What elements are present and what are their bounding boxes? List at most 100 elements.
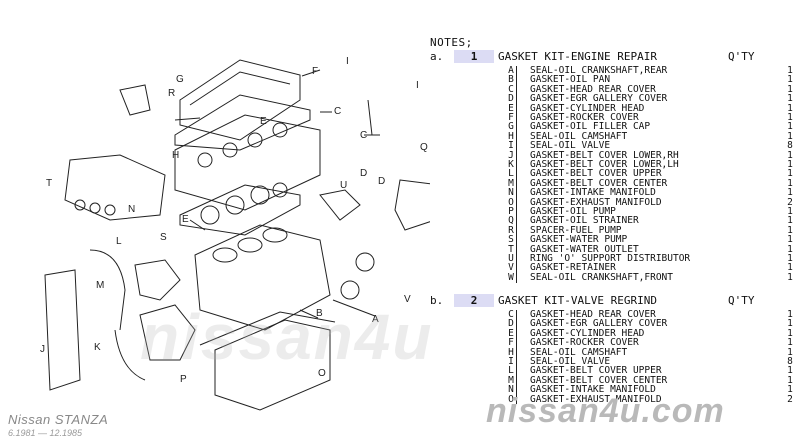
item-qty: 1 (787, 121, 793, 133)
item-qty: 1 (787, 112, 793, 123)
item-code: E (508, 327, 514, 339)
kit-title: GASKET KIT-VALVE REGRIND (498, 294, 657, 307)
item-description: GASKET-BELT COVER UPPER (530, 366, 662, 376)
item-description: GASKET-OIL FILLER CAP (530, 122, 651, 132)
item-code: V (508, 262, 514, 274)
site-logo[interactable]: nissan4u.com (486, 392, 725, 430)
qty-header: Q'TY (728, 294, 755, 307)
item-qty: 1 (787, 271, 793, 283)
item-description: SEAL-OIL VALVE (530, 141, 611, 151)
item-qty: 1 (787, 337, 793, 349)
engine-exploded-diagram: G F I I R E C H C D U O T N E D S L M K … (40, 56, 430, 411)
item-code: B (508, 74, 514, 86)
item-description: GASKET-WATER PUMP (530, 235, 628, 245)
item-description: GASKET-WATER OUTLET (530, 244, 639, 254)
vehicle-brand: Nissan STANZA 6.1981 — 12.1985 (8, 412, 108, 438)
item-qty: 1 (787, 149, 793, 161)
item-description: GASKET-BELT COVER UPPER (530, 169, 662, 179)
item-description: GASKET-BELT COVER LOWER,RH (530, 150, 679, 160)
item-code: G (508, 121, 514, 133)
item-description: RING 'O' SUPPORT DISTRIBUTOR (530, 254, 691, 264)
item-description: GASKET-EXHAUST MANIFOLD (530, 394, 662, 404)
item-code: A (508, 65, 514, 76)
item-qty: 1 (787, 206, 793, 217)
item-code: W (508, 271, 514, 283)
kit-number: 2 (454, 294, 494, 307)
item-description: GASKET-OIL PUMP (530, 207, 616, 217)
item-code: P (508, 206, 514, 217)
item-description: GASKET-OIL PAN (530, 75, 611, 85)
callout-R: R (168, 88, 175, 99)
item-code: L (508, 365, 514, 377)
item-code: M (508, 374, 514, 386)
callout-Q: Q (420, 142, 428, 153)
kit-index: a. (430, 50, 444, 63)
item-description: SEAL-OIL CAMSHAFT (530, 131, 628, 142)
callout-N: N (128, 204, 135, 215)
callout-F: F (312, 66, 318, 77)
watermark: nissan4u (140, 301, 434, 373)
callout-I: I (346, 56, 349, 67)
item-description: GASKET-OIL STRAINER (530, 216, 639, 226)
callout-G: G (176, 74, 184, 85)
qty-header: Q'TY (728, 50, 755, 63)
item-qty: 1 (787, 130, 793, 142)
item-qty: 1 (787, 374, 793, 386)
item-qty: 1 (787, 253, 793, 264)
item-description: SEAL-OIL CAMSHAFT (530, 347, 628, 357)
item-code: I (508, 140, 514, 152)
item-qty: 1 (787, 177, 793, 189)
kit-bracket (516, 66, 523, 283)
callout-C-2: C (360, 130, 367, 141)
item-code: R (508, 224, 514, 236)
vehicle-model: Nissan STANZA (8, 412, 109, 427)
item-code: H (508, 130, 514, 142)
item-description: GASKET-CYLINDER HEAD (530, 103, 645, 113)
item-qty: 1 (787, 159, 793, 170)
callout-V: V (404, 294, 411, 305)
callout-C: C (334, 106, 341, 117)
item-description: SEAL-OIL CRANKSHAFT,REAR (530, 66, 668, 76)
callout-I-2: I (416, 80, 419, 91)
item-code: O (508, 196, 514, 208)
item-qty: 1 (787, 65, 793, 76)
item-qty: 1 (787, 74, 793, 86)
callout-E: E (260, 116, 267, 127)
item-qty: 2 (787, 196, 793, 208)
item-qty: 1 (787, 384, 793, 396)
item-qty: 1 (787, 309, 793, 320)
callout-U: U (340, 180, 347, 191)
item-qty: 1 (787, 346, 793, 358)
notes-title: NOTES; (430, 36, 473, 49)
item-qty: 1 (787, 83, 793, 95)
callout-T: T (46, 178, 52, 189)
callout-S: S (160, 232, 167, 243)
item-description: GASKET-ROCKER COVER (530, 338, 639, 348)
callout-M: M (96, 280, 104, 291)
item-qty: 1 (787, 187, 793, 199)
item-description: SEAL-OIL CRANKSHAFT,FRONT (530, 272, 673, 283)
item-code: O (508, 393, 514, 405)
item-code: S (508, 234, 514, 246)
callout-D-2: D (378, 176, 385, 187)
callout-A: A (372, 314, 379, 325)
item-qty: 1 (787, 243, 793, 255)
item-code: F (508, 112, 514, 123)
kit-title: GASKET KIT-ENGINE REPAIR (498, 50, 657, 63)
item-qty: 1 (787, 327, 793, 339)
item-code: F (508, 337, 514, 349)
item-qty: 1 (787, 365, 793, 377)
item-code: N (508, 384, 514, 396)
item-code: D (508, 318, 514, 330)
item-description: GASKET-RETAINER (530, 263, 616, 273)
item-code: M (508, 177, 514, 189)
production-dates: 6.1981 — 12.1985 (8, 428, 83, 438)
item-code: U (508, 253, 514, 264)
callout-H: H (172, 150, 179, 161)
callout-B: B (316, 308, 323, 319)
callout-L: L (116, 236, 122, 247)
item-code: T (508, 243, 514, 255)
item-code: E (508, 102, 514, 114)
